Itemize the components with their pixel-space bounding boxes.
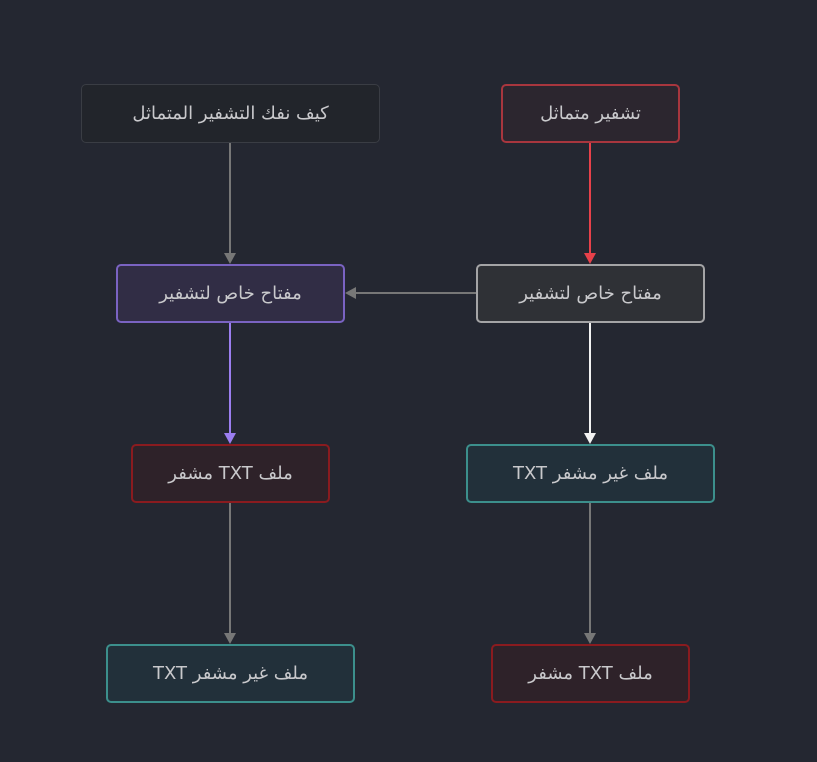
node-unencrypted-file-left-label: ملف غير مشفر TXT	[153, 663, 308, 684]
edge-key-right-to-key-left	[345, 287, 476, 299]
edge-encrypted-left-to-unencrypted-left	[224, 503, 236, 644]
edge-symmetric-to-key-right-arrowhead	[584, 253, 596, 264]
edge-key-left-to-encrypted-left-arrowhead	[224, 433, 236, 444]
edge-encrypted-left-to-unencrypted-left-arrowhead	[224, 633, 236, 644]
node-unencrypted-file-right-label: ملف غير مشفر TXT	[513, 463, 668, 484]
edge-key-right-to-unencrypted-right-arrowhead	[584, 433, 596, 444]
node-symmetric-encryption: تشفير متماثل	[501, 84, 680, 143]
edge-key-left-to-encrypted-left	[224, 323, 236, 444]
edge-how-decrypt-to-key-left	[224, 143, 236, 264]
node-private-key-right: مفتاح خاص لتشفير	[476, 264, 705, 323]
node-how-decrypt: كيف نفك التشفير المتماثل	[81, 84, 380, 143]
node-encrypted-file-left: ملف TXT مشفر	[131, 444, 330, 503]
node-encrypted-file-left-label: ملف TXT مشفر	[168, 463, 293, 484]
node-symmetric-encryption-label: تشفير متماثل	[540, 103, 641, 124]
edge-unencrypted-right-to-encrypted-right-arrowhead	[584, 633, 596, 644]
node-private-key-left: مفتاح خاص لتشفير	[116, 264, 345, 323]
node-encrypted-file-right: ملف TXT مشفر	[491, 644, 690, 703]
node-unencrypted-file-right: ملف غير مشفر TXT	[466, 444, 715, 503]
node-encrypted-file-right-label: ملف TXT مشفر	[528, 663, 653, 684]
edge-symmetric-to-key-right	[584, 143, 596, 264]
edge-unencrypted-right-to-encrypted-right	[584, 503, 596, 644]
node-private-key-left-label: مفتاح خاص لتشفير	[159, 283, 302, 304]
edge-how-decrypt-to-key-left-arrowhead	[224, 253, 236, 264]
edge-key-right-to-unencrypted-right	[584, 323, 596, 444]
node-unencrypted-file-left: ملف غير مشفر TXT	[106, 644, 355, 703]
edge-key-right-to-key-left-arrowhead	[345, 287, 356, 299]
node-how-decrypt-label: كيف نفك التشفير المتماثل	[132, 103, 329, 124]
node-private-key-right-label: مفتاح خاص لتشفير	[519, 283, 662, 304]
